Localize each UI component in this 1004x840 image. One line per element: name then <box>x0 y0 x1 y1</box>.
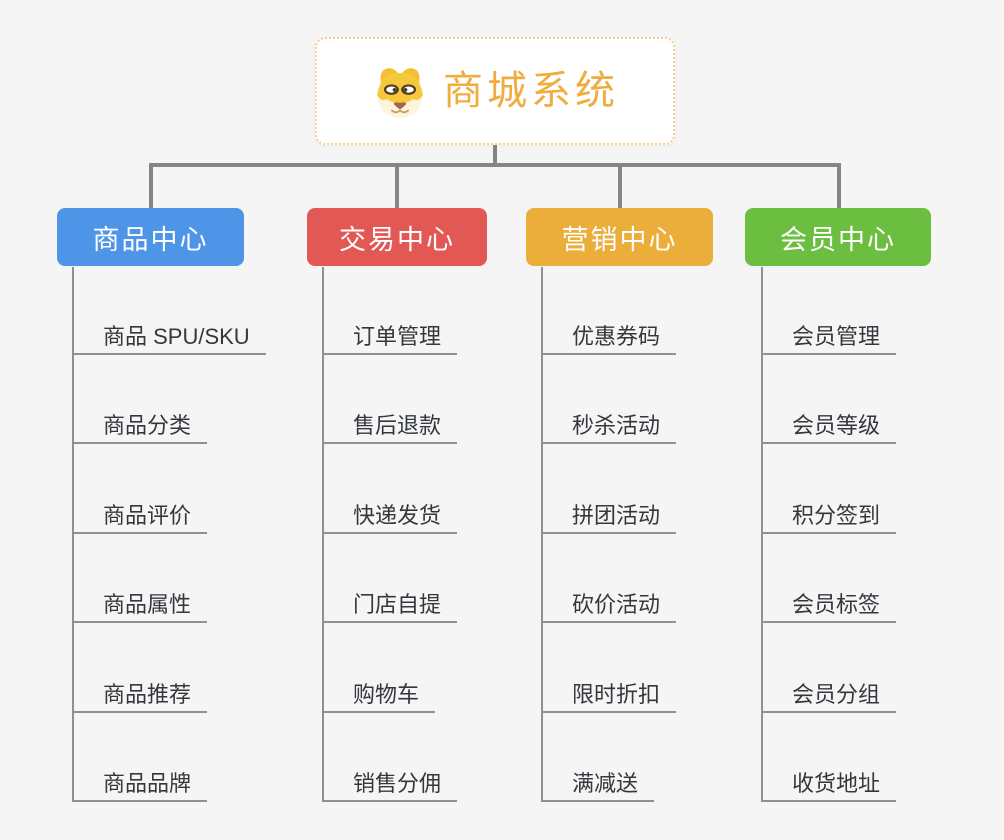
leaf-node[interactable]: 会员管理 <box>761 317 897 355</box>
leaf-spine <box>72 267 74 802</box>
leaf-node[interactable]: 收货地址 <box>761 764 897 802</box>
leaf-node[interactable]: 订单管理 <box>322 317 458 355</box>
branch-node-product-center[interactable]: 商品中心 <box>57 208 244 266</box>
leaf-node[interactable]: 门店自提 <box>322 585 458 623</box>
leaf-node[interactable]: 销售分佣 <box>322 764 458 802</box>
leaf-node[interactable]: 商品评价 <box>72 496 208 534</box>
connector-branch-stub <box>395 163 399 208</box>
connector-rail <box>149 163 841 167</box>
leaf-node[interactable]: 拼团活动 <box>541 496 677 534</box>
leaf-node[interactable]: 积分签到 <box>761 496 897 534</box>
leaf-node[interactable]: 快递发货 <box>322 496 458 534</box>
leaf-node[interactable]: 会员标签 <box>761 585 897 623</box>
leaf-node[interactable]: 砍价活动 <box>541 585 677 623</box>
branch-node-member-center[interactable]: 会员中心 <box>745 208 931 266</box>
leaf-node[interactable]: 商品品牌 <box>72 764 208 802</box>
connector-branch-stub <box>837 163 841 208</box>
leaf-node[interactable]: 商品 SPU/SKU <box>72 317 266 355</box>
root-title: 商城系统 <box>443 69 619 113</box>
leaf-node[interactable]: 秒杀活动 <box>541 406 677 444</box>
leaf-node[interactable]: 商品推荐 <box>72 675 208 713</box>
leaf-node[interactable]: 售后退款 <box>322 406 458 444</box>
connector-root-stub <box>493 143 497 164</box>
leaf-node[interactable]: 商品分类 <box>72 406 208 444</box>
leaf-spine <box>761 267 763 802</box>
leaf-spine <box>541 267 543 802</box>
branch-node-marketing-center[interactable]: 营销中心 <box>526 208 713 266</box>
connector-branch-stub <box>149 163 153 208</box>
branch-node-trade-center[interactable]: 交易中心 <box>307 208 487 266</box>
leaf-node[interactable]: 购物车 <box>322 675 436 713</box>
leaf-spine <box>322 267 324 802</box>
leaf-node[interactable]: 会员等级 <box>761 406 897 444</box>
leaf-node[interactable]: 满减送 <box>541 764 655 802</box>
leaf-node[interactable]: 商品属性 <box>72 585 208 623</box>
leaf-node[interactable]: 优惠券码 <box>541 317 677 355</box>
dog-face-icon <box>371 62 429 120</box>
leaf-node[interactable]: 限时折扣 <box>541 675 677 713</box>
connector-branch-stub <box>618 163 622 208</box>
leaf-node[interactable]: 会员分组 <box>761 675 897 713</box>
root-node[interactable]: 商城系统 <box>315 37 675 145</box>
